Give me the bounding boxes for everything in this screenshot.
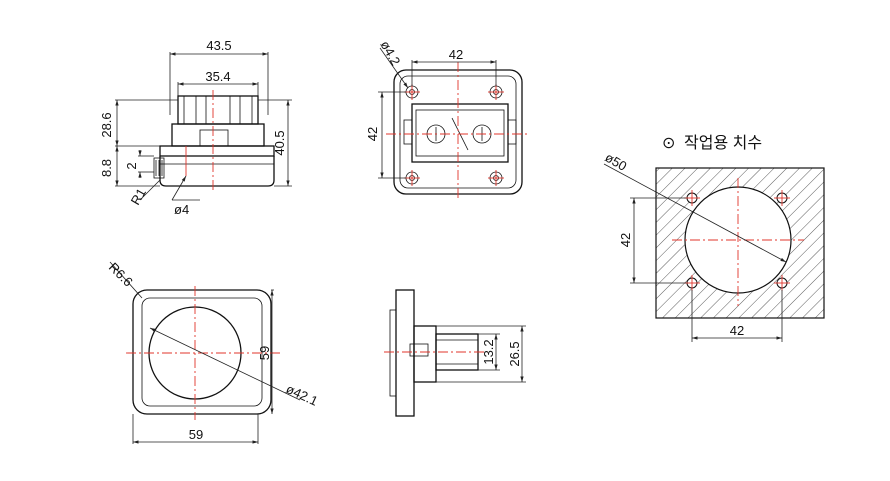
dim-height-small: 13.2 [481, 339, 496, 364]
cutout-title: 작업용 치수 [684, 134, 762, 152]
cutout-view: ⊙ 작업용 치수 ø50 42 42 [603, 134, 825, 342]
profile-view: 13.2 26.5 [384, 289, 526, 417]
dim-flange-thickness: 8.8 [99, 159, 114, 177]
title-marker: ⊙ [662, 135, 675, 152]
dim-lip: 2 [124, 162, 139, 169]
dim-height-large: 26.5 [507, 341, 522, 366]
dim-size-w: 59 [189, 427, 203, 442]
dim-hole-pitch-v: 42 [365, 127, 380, 141]
dim-corner-radius: R6.6 [106, 260, 136, 290]
cutout-pitch-v: 42 [618, 233, 633, 247]
dim-overall-width: 43.5 [206, 38, 231, 53]
dim-hole: ø4 [174, 202, 189, 217]
cutout-pitch-h: 42 [730, 323, 744, 338]
dim-hole-dia: ø4.2 [377, 38, 403, 68]
dim-radius: R1 [128, 186, 149, 208]
cutout-dia: ø50 [603, 150, 630, 174]
dim-height-total: 40.5 [272, 130, 287, 155]
dim-inner-width: 35.4 [205, 69, 230, 84]
dim-opening-dia: ø42.1 [284, 381, 320, 409]
dim-size-h: 59 [257, 346, 272, 360]
back-view: R6.6 ø42.1 59 59 [106, 260, 320, 444]
dim-height-body: 28.6 [99, 112, 114, 137]
side-view: 43.5 35.4 28.6 8.8 [99, 38, 292, 217]
front-view: 42 42 ø4.2 [365, 38, 530, 200]
dim-hole-pitch-h: 42 [449, 47, 463, 62]
